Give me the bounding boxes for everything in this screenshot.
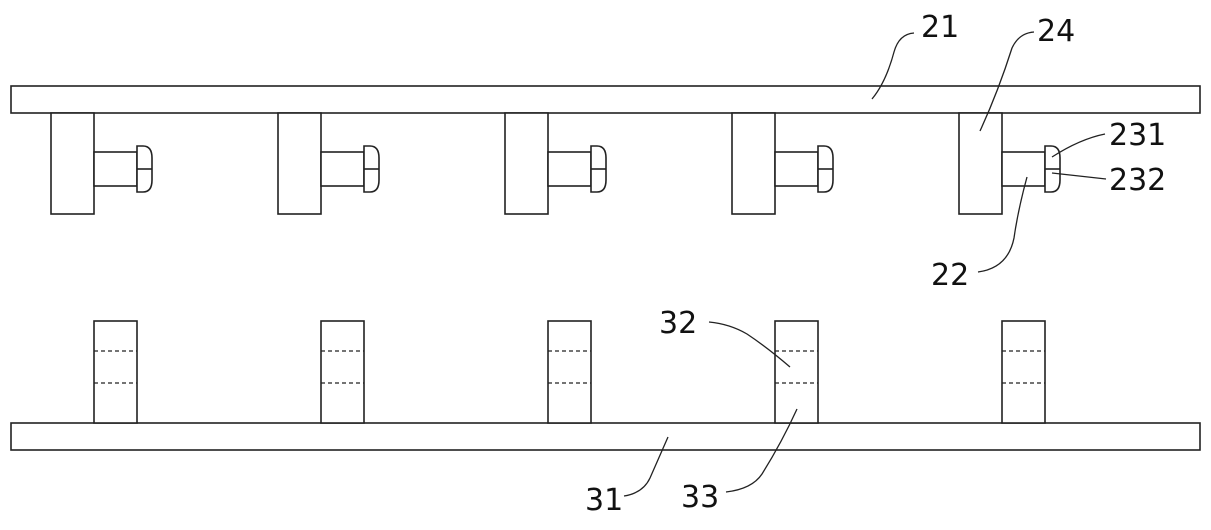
socket-block bbox=[1001, 320, 1046, 424]
socket-block bbox=[320, 320, 365, 424]
callout-24: 24 bbox=[1037, 14, 1075, 49]
bottom-plate bbox=[10, 422, 1201, 451]
lower-socket bbox=[320, 320, 365, 424]
leader-33 bbox=[725, 408, 798, 493]
socket-block bbox=[93, 320, 138, 424]
upper-fastener-assembly bbox=[731, 112, 834, 215]
shaft bbox=[1001, 151, 1046, 187]
mount-block bbox=[504, 112, 549, 215]
leader-31 bbox=[623, 436, 669, 497]
shaft bbox=[547, 151, 592, 187]
mount-block bbox=[958, 112, 1003, 215]
socket-block bbox=[774, 320, 819, 424]
shaft bbox=[774, 151, 819, 187]
callout-22: 22 bbox=[931, 258, 969, 293]
lower-socket bbox=[774, 320, 819, 424]
upper-fastener-assembly bbox=[50, 112, 153, 215]
lower-socket bbox=[547, 320, 592, 424]
upper-fastener-assembly bbox=[504, 112, 607, 215]
shaft bbox=[93, 151, 138, 187]
callout-231: 231 bbox=[1109, 118, 1166, 153]
leader-lines bbox=[623, 31, 1107, 497]
callout-21: 21 bbox=[921, 10, 959, 45]
callout-33: 33 bbox=[681, 480, 719, 515]
mount-block bbox=[277, 112, 322, 215]
callout-32: 32 bbox=[659, 306, 697, 341]
shaft bbox=[320, 151, 365, 187]
leader-231 bbox=[1051, 133, 1106, 158]
callout-31: 31 bbox=[585, 483, 623, 518]
lower-socket bbox=[1001, 320, 1046, 424]
callout-232: 232 bbox=[1109, 163, 1166, 198]
upper-fastener-assembly bbox=[958, 112, 1061, 215]
top-plate bbox=[10, 85, 1201, 114]
socket-block bbox=[547, 320, 592, 424]
leader-24 bbox=[979, 31, 1035, 132]
leader-32 bbox=[708, 321, 791, 368]
mount-block bbox=[50, 112, 95, 215]
leader-21 bbox=[871, 32, 915, 100]
upper-fastener-assembly bbox=[277, 112, 380, 215]
leader-232 bbox=[1051, 172, 1107, 180]
leader-22 bbox=[977, 176, 1028, 273]
mount-block bbox=[731, 112, 776, 215]
lower-socket bbox=[93, 320, 138, 424]
